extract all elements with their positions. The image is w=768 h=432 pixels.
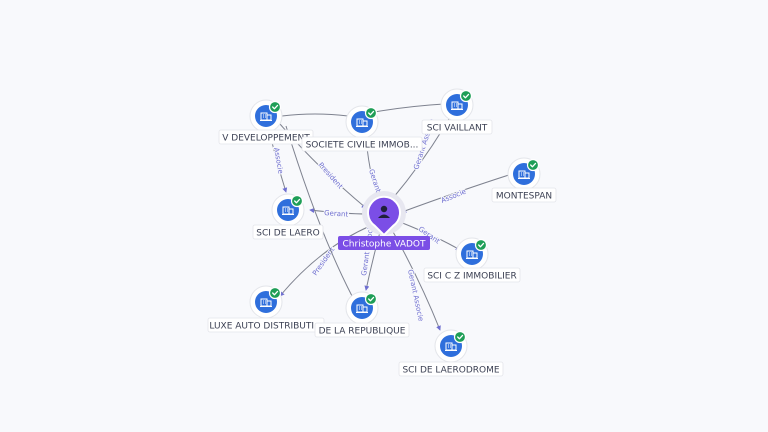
node-sci-vaillant[interactable]: SCI VAILLANT bbox=[421, 88, 493, 135]
node-label: SCI DE LAERO bbox=[256, 229, 319, 239]
verified-icon bbox=[364, 292, 378, 306]
node-label: DE LA REPUBLIQUE bbox=[319, 327, 406, 337]
node-luxe-auto[interactable]: LUXE AUTO DISTRIBUTI... bbox=[207, 285, 325, 333]
nodes-layer: V DEVELOPPEMENT SOCIETE CIVILE IMMOB... … bbox=[207, 88, 557, 377]
node-label: LUXE AUTO DISTRIBUTI... bbox=[209, 322, 322, 332]
verified-icon bbox=[268, 286, 282, 300]
edge-label: Gerant bbox=[367, 168, 382, 194]
edge-label: Gerant bbox=[324, 209, 349, 219]
node-label: MONTESPAN bbox=[496, 192, 552, 202]
edge-societe-vaillant[interactable] bbox=[373, 103, 445, 113]
verified-icon bbox=[268, 100, 282, 114]
center-label: Christophe VADOT bbox=[343, 240, 426, 250]
verified-icon bbox=[474, 238, 488, 252]
node-sci-de-laerodrome[interactable]: SCI DE LAERODROME bbox=[398, 329, 504, 377]
edge-label: Associe bbox=[440, 188, 468, 205]
center-person-node[interactable]: Christophe VADOT bbox=[338, 191, 430, 250]
node-de-la-republique[interactable]: DE LA REPUBLIQUE bbox=[314, 291, 410, 338]
node-sci-c-z[interactable]: SCI C Z IMMOBILIER bbox=[423, 237, 521, 283]
verified-icon bbox=[526, 158, 540, 172]
node-montespan[interactable]: MONTESPAN bbox=[491, 157, 557, 203]
person-icon bbox=[378, 205, 390, 218]
verified-icon bbox=[453, 330, 467, 344]
edge-label: President bbox=[317, 161, 345, 191]
node-label: V DEVELOPPEMENT bbox=[222, 134, 310, 144]
node-societe-civile[interactable]: SOCIETE CIVILE IMMOB... bbox=[301, 105, 423, 152]
edge-label: President bbox=[311, 246, 336, 278]
verified-icon bbox=[459, 89, 473, 103]
node-label: SCI C Z IMMOBILIER bbox=[427, 272, 516, 282]
node-sci-de-laero[interactable]: SCI DE LAERO bbox=[252, 193, 324, 240]
node-v-developpement[interactable]: V DEVELOPPEMENT bbox=[218, 99, 314, 145]
verified-icon bbox=[290, 194, 304, 208]
node-label: SCI VAILLANT bbox=[427, 124, 488, 134]
edge-vdev-republique[interactable] bbox=[285, 125, 353, 297]
node-label: SOCIETE CIVILE IMMOB... bbox=[306, 141, 419, 151]
edge-sci-de-laero[interactable]: Gerant bbox=[309, 207, 369, 220]
edge-label: Associe bbox=[272, 147, 284, 174]
edge-vdev-societe[interactable] bbox=[281, 113, 349, 117]
verified-icon bbox=[364, 106, 378, 120]
node-label: SCI DE LAERODROME bbox=[402, 366, 499, 376]
edge-label: Gerant Associe bbox=[406, 269, 425, 322]
